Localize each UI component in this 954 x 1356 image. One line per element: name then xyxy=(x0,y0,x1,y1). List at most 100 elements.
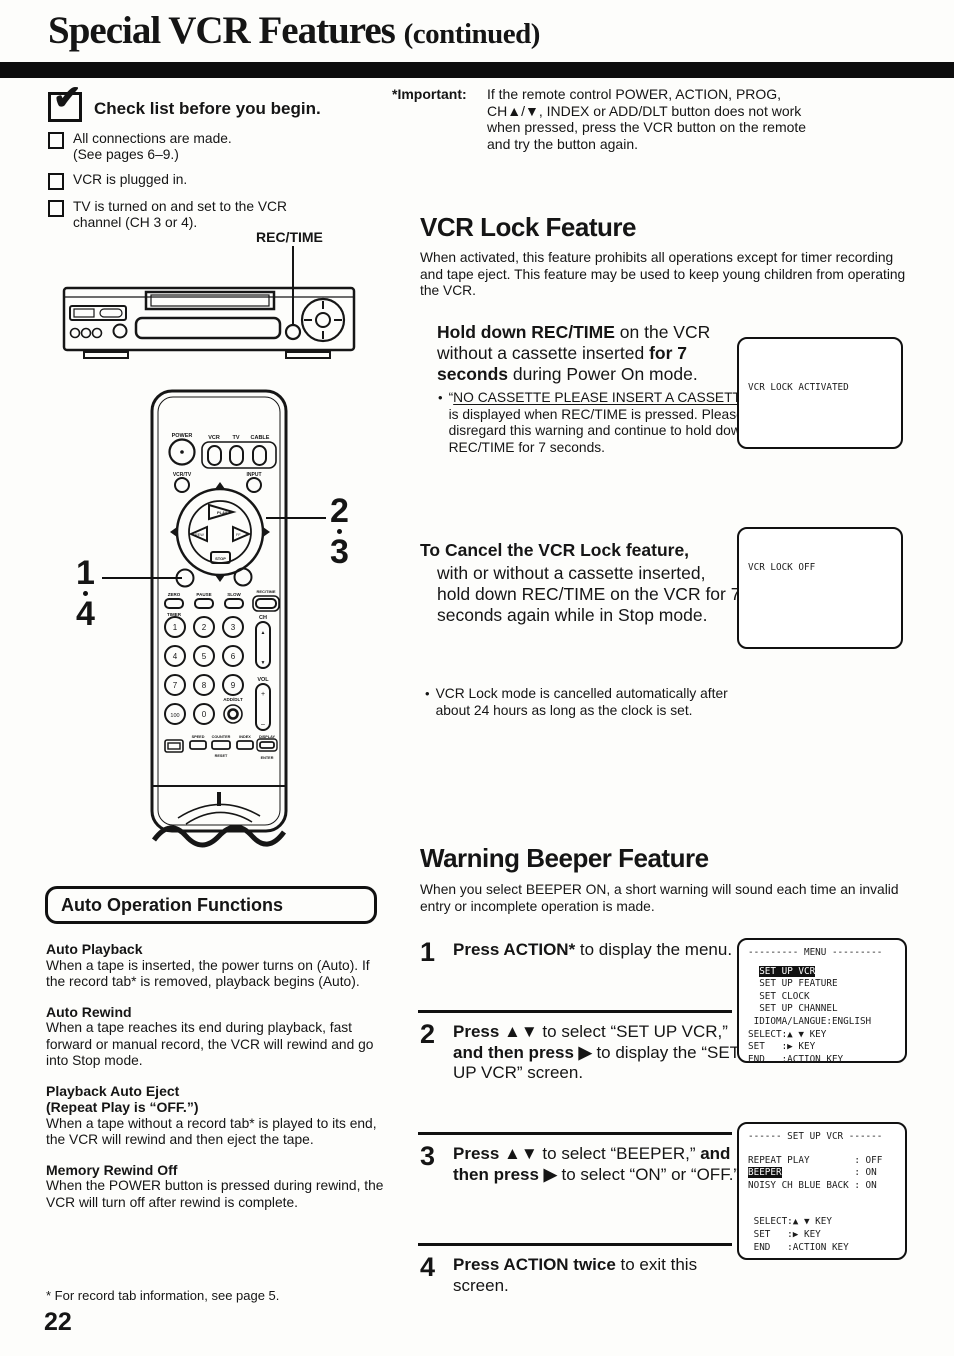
checklist-item-text: channel (CH 3 or 4). xyxy=(73,215,198,230)
digit-6-button xyxy=(222,645,244,667)
vcrtv-label: VCR/TV xyxy=(173,472,192,478)
digit-label: 8 xyxy=(202,681,207,690)
digit-label: 3 xyxy=(231,623,236,632)
digit-label: 100 xyxy=(170,713,179,719)
ff-button xyxy=(232,525,252,543)
digit-2-button xyxy=(193,616,215,638)
page-title: Special VCR Features (continued) xyxy=(48,8,540,53)
checkmark-icon: ✔ xyxy=(53,79,82,117)
step-separator xyxy=(418,1243,732,1246)
step-separator xyxy=(418,1132,732,1135)
digit-1-button xyxy=(164,616,186,638)
callout-line xyxy=(266,517,326,519)
vcr-lock-intro: When activated, this feature prohibits a… xyxy=(420,250,906,298)
section-body: When the POWER button is pressed during … xyxy=(46,1178,384,1210)
ch-up-icon: ▲ xyxy=(261,630,266,636)
osd-screen-lock-off: VCR LOCK OFF xyxy=(737,527,903,649)
important-line: when pressed, press the VCR button on th… xyxy=(487,119,807,135)
vol-label: VOL xyxy=(257,677,269,683)
speed-button xyxy=(189,740,207,750)
cancel-lock-heading: To Cancel the VCR Lock feature, xyxy=(420,540,690,560)
digit-3-button xyxy=(222,616,244,638)
display-button xyxy=(259,741,275,749)
left-arrow-icon xyxy=(170,527,177,537)
vcr-front-panel-diagram xyxy=(62,246,356,359)
ch-down-icon: ▼ xyxy=(261,660,266,666)
speed-label: SPEED xyxy=(192,735,205,739)
auto-operation-box: Auto Operation Functions xyxy=(45,886,377,924)
step-bold: Press ACTION* xyxy=(453,940,576,959)
timer-label: TIMER xyxy=(167,612,182,617)
section-body: When a tape is inserted, the power turns… xyxy=(46,957,370,990)
osd-key-legend: END :ACTION KEY xyxy=(748,1053,844,1065)
osd-key-legend: SET :▶ KEY xyxy=(748,1041,816,1053)
osd-text: VCR LOCK ACTIVATED xyxy=(748,382,849,393)
ch-label: CH xyxy=(259,615,267,621)
header-rule xyxy=(0,62,954,78)
power-label: POWER xyxy=(172,433,193,439)
digit-0-button xyxy=(193,703,215,725)
section-heading: Playback Auto Eject xyxy=(46,1082,180,1099)
step-3: 3 Press ▲▼ to select “BEEPER,” and then … xyxy=(420,1141,741,1185)
rew-button xyxy=(188,525,208,543)
auto-operation-heading: Auto Operation Functions xyxy=(61,894,283,915)
step-text: to exit this screen. xyxy=(453,1255,698,1295)
checkbox-icon xyxy=(48,132,64,149)
remote-body xyxy=(150,389,288,833)
rec-time-label: REC/TIME xyxy=(256,589,275,594)
rec-time-callout-label: REC/TIME xyxy=(256,229,323,245)
enter-label: ENTER xyxy=(261,756,274,760)
checklist-item: TV is turned on and set to the VCR chann… xyxy=(48,199,383,231)
index-label: INDEX xyxy=(239,735,251,739)
digit-7-button xyxy=(164,674,186,696)
bullet-icon: • xyxy=(425,686,430,701)
checklist-item-text: TV is turned on and set to the VCR xyxy=(73,199,287,214)
callout-2-3: 2 3 xyxy=(330,492,349,569)
channel-rocker xyxy=(255,621,271,669)
counter-button xyxy=(211,740,231,750)
warning-beeper-heading: Warning Beeper Feature xyxy=(420,843,709,873)
hold-text-2: during Power On mode. xyxy=(508,364,698,384)
osd-menu-item: IDIOMA/LANGUE:ENGLISH xyxy=(748,1015,872,1027)
record-tab-footnote: * For record tab information, see page 5… xyxy=(46,1288,280,1303)
vcrtv-button xyxy=(174,477,190,493)
rec-time-remote-button xyxy=(255,598,277,609)
osd-menu-item: SET CLOCK xyxy=(748,990,810,1002)
step-number: 3 xyxy=(420,1141,436,1171)
checkbox-icon xyxy=(48,173,64,190)
checklist: ✔ Check list before you begin. All conne… xyxy=(48,81,383,231)
section-heading: Auto Playback xyxy=(46,941,143,957)
vcr-foot xyxy=(285,351,331,359)
step-bold: Press ACTION twice xyxy=(453,1255,616,1274)
important-note: *Important: If the remote control POWER,… xyxy=(392,86,912,152)
checklist-item-text: All connections are made. xyxy=(73,131,232,146)
checklist-item-text: VCR is plugged in. xyxy=(73,172,188,187)
warning-beeper-intro: When you select BEEPER ON, a short warni… xyxy=(420,882,899,914)
step-text: to select “BEEPER,” xyxy=(537,1144,701,1163)
jog-dial xyxy=(300,297,346,343)
indent xyxy=(748,966,759,977)
rec-time-button xyxy=(284,323,302,341)
step-2: 2 Press ▲▼ to select “SET UP VCR,” and t… xyxy=(420,1019,741,1084)
right-arrow-icon xyxy=(263,527,270,537)
osd-key-legend: END :ACTION KEY xyxy=(748,1241,849,1253)
digit-label: 7 xyxy=(173,681,178,690)
callout-line xyxy=(102,577,182,579)
osd-highlighted-item: SET UP VCR xyxy=(759,965,816,977)
osd-key-legend: SELECT:▲ ▼ KEY xyxy=(748,1028,827,1040)
hold-note-text: ” is displayed when REC/TIME is pressed.… xyxy=(448,390,755,455)
cable-button-label: CABLE xyxy=(251,435,270,441)
osd-key-legend: SET :▶ KEY xyxy=(748,1228,821,1240)
callout-number: 2 xyxy=(330,492,349,530)
power-button xyxy=(168,438,196,466)
stop-label: STOP xyxy=(215,556,226,561)
step-bold: and then press ▶ xyxy=(453,1144,731,1184)
display-label: DISPLAY xyxy=(259,735,276,739)
step-separator xyxy=(418,1010,732,1013)
step-number: 2 xyxy=(420,1019,436,1049)
volume-rocker xyxy=(255,683,271,731)
step-text: to display the “SET UP VCR” screen. xyxy=(453,1042,740,1083)
hold-note: • “NO CASSETTE PLEASE INSERT A CASSETTE”… xyxy=(438,390,756,456)
checklist-heading: Check list before you begin. xyxy=(94,99,321,118)
section-subheading: (Repeat Play is “OFF.”) xyxy=(46,1099,199,1115)
